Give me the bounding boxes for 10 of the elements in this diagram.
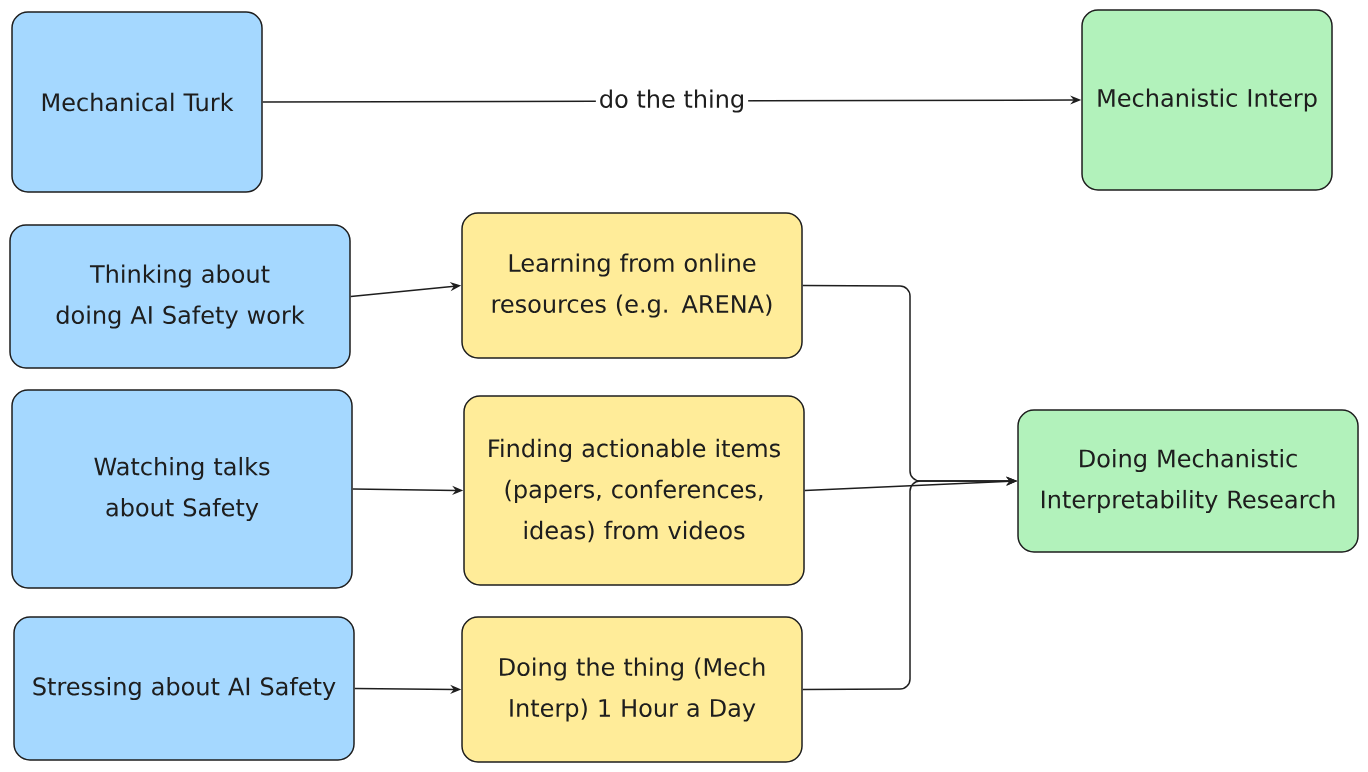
process-box: Doing Mechanistic Interpretability Research — [1017, 409, 1359, 553]
process-box: Watching talks about Safety — [11, 389, 353, 589]
process-box: Mechanical Turk — [11, 11, 263, 193]
process-box: Thinking about doing AI Safety work — [9, 224, 351, 369]
process-box: Mechanistic Interp — [1081, 9, 1333, 191]
process-box: Learning from online resources (e.g. ARENA) — [461, 212, 803, 359]
process-box: Stressing about AI Safety — [13, 616, 355, 761]
process-box: Finding actionable items (papers, conferences, ideas) from videos — [463, 395, 805, 586]
process-box: Doing the thing (Mech Interp) 1 Hour a Day — [461, 616, 803, 763]
edge-label: do the thing — [595, 86, 749, 116]
